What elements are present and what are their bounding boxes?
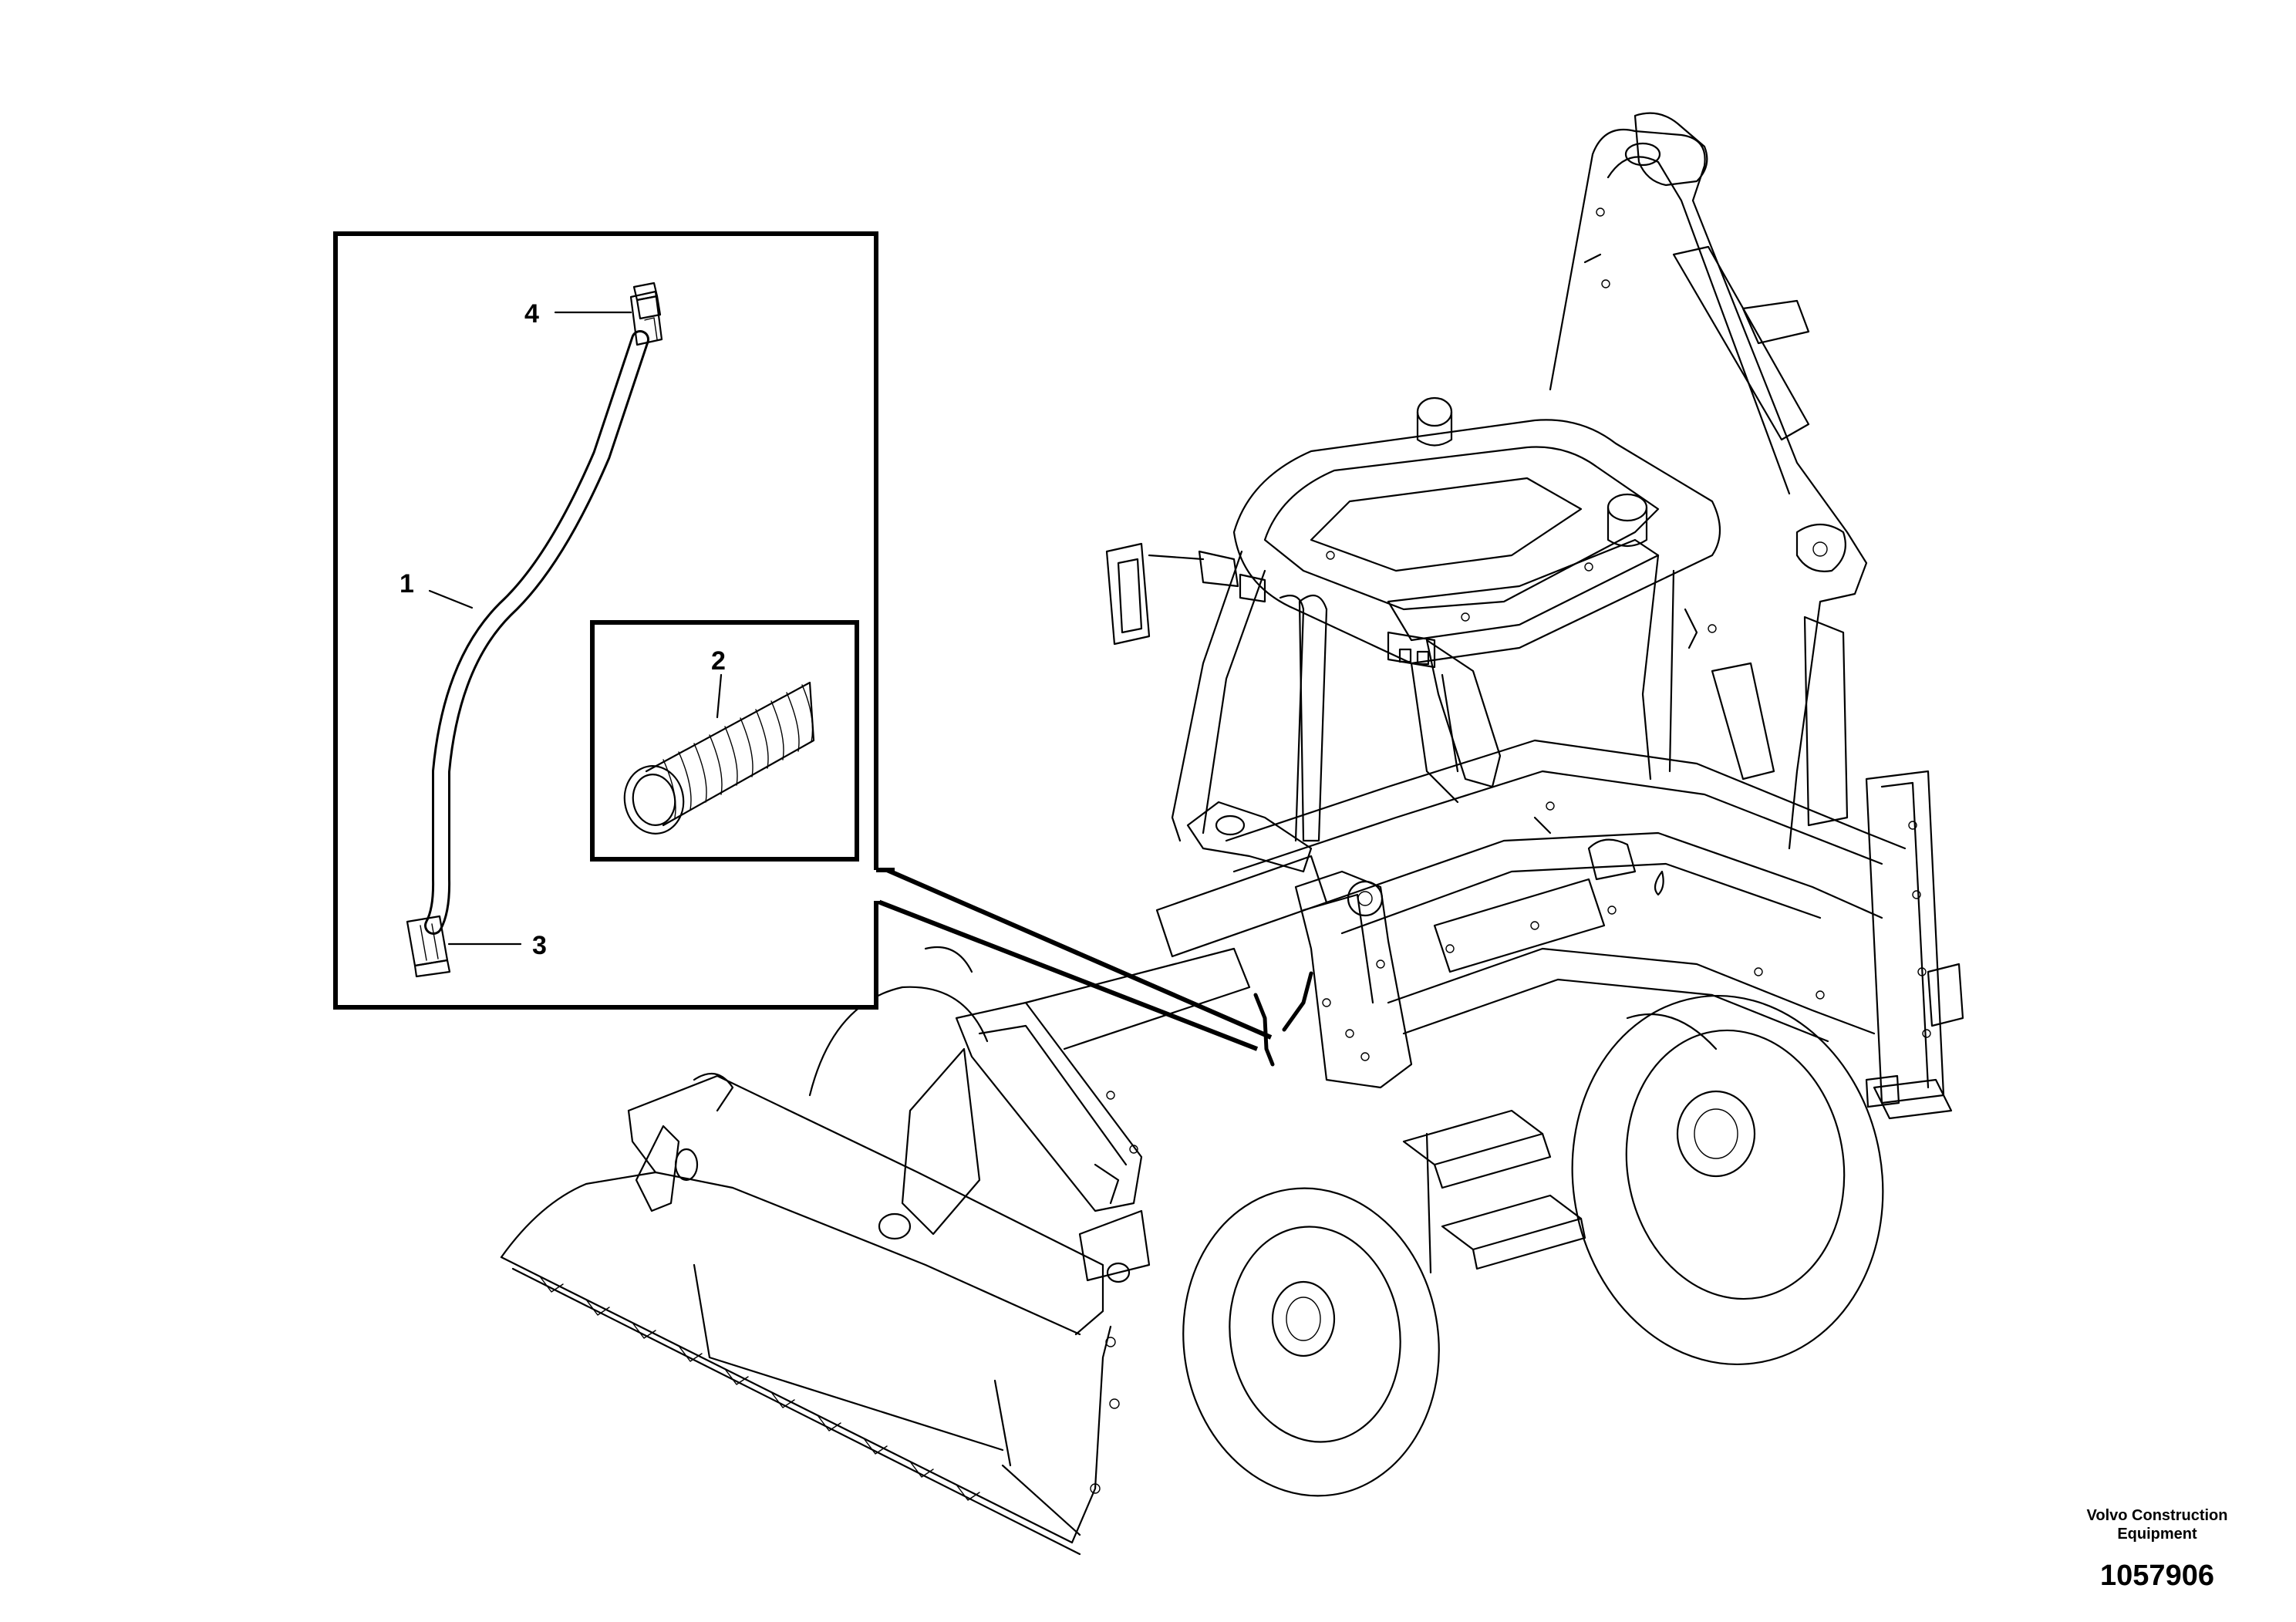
chassis-frame	[1155, 739, 1964, 1274]
connector-bottom	[406, 915, 451, 978]
connector-top	[629, 282, 663, 346]
detail-inset-corrugated-tube: 2	[590, 620, 859, 862]
callout-4: 4	[524, 299, 539, 329]
loader-bucket	[500, 1072, 1131, 1556]
rear-wheel	[1571, 995, 1884, 1365]
hose-harness	[424, 330, 649, 935]
corrugated-tube	[623, 681, 815, 835]
front-wheel	[1182, 1187, 1440, 1497]
callout-2: 2	[711, 646, 726, 676]
hose-routing-on-machine	[1253, 971, 1313, 1067]
cab-roof	[1232, 396, 1721, 665]
backhoe-boom	[1549, 112, 1868, 850]
left-wheel	[808, 946, 989, 1097]
callout-1: 1	[400, 569, 414, 599]
drawing-number: 1057906	[2100, 1560, 2214, 1592]
cab-frame	[1105, 542, 1698, 842]
loader-arm	[878, 947, 1251, 1282]
backhoe-loader-drawing	[500, 112, 1964, 1556]
manufacturer-label: Volvo Construction Equipment	[2086, 1507, 2228, 1543]
callout-3: 3	[532, 931, 547, 960]
